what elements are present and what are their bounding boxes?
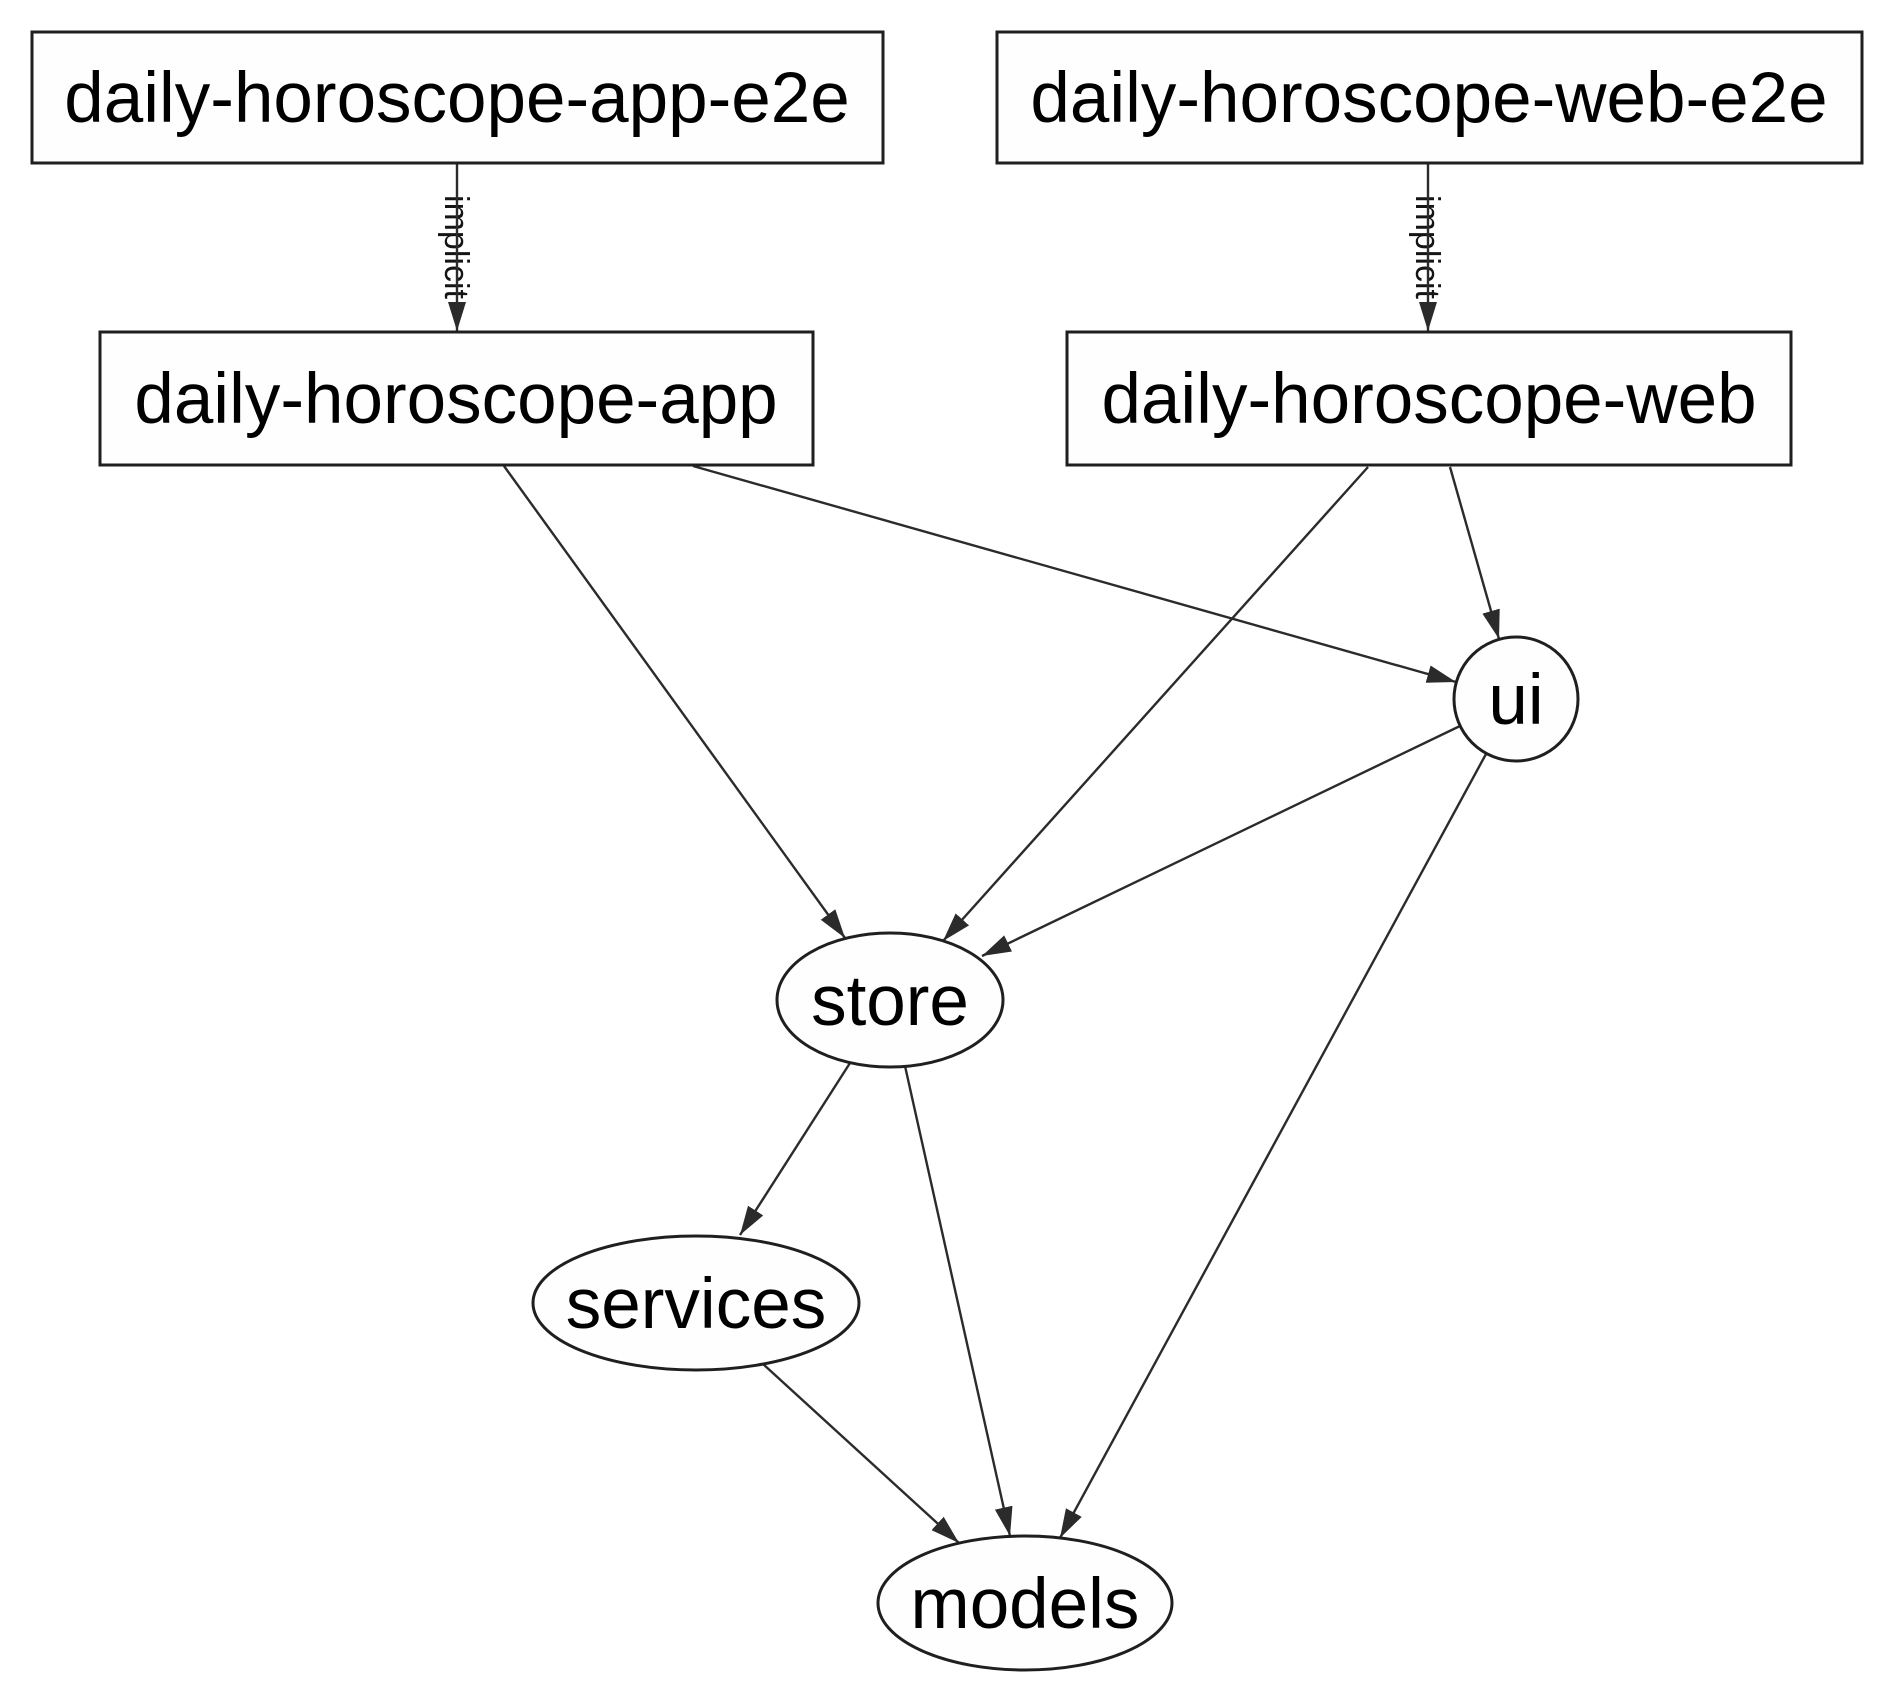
nodes-layer: daily-horoscope-app-e2e daily-horoscope-… [30, 30, 1864, 1672]
node-daily-horoscope-app-e2e[interactable]: daily-horoscope-app-e2e [30, 30, 885, 165]
edge-ui-to-store [981, 724, 1461, 958]
edge-services-to-models [762, 1363, 960, 1544]
node-ellipse[interactable] [876, 1534, 1174, 1672]
edge-web-e2e-to-web: implicit [1408, 163, 1446, 331]
node-label: ui [1488, 661, 1543, 740]
node-box[interactable] [30, 30, 885, 165]
edge-store-to-services [738, 1062, 852, 1236]
node-label: daily-horoscope-app-e2e [64, 59, 849, 138]
node-services[interactable]: services [531, 1234, 861, 1372]
node-label: daily-horoscope-web-e2e [1030, 59, 1827, 138]
node-ui[interactable]: ui [1452, 635, 1580, 763]
node-daily-horoscope-app[interactable]: daily-horoscope-app [98, 330, 815, 467]
edge-store-to-models [903, 1065, 1013, 1537]
node-daily-horoscope-web[interactable]: daily-horoscope-web [1065, 330, 1793, 467]
edge-web-to-store [942, 466, 1369, 942]
node-label: models [911, 1565, 1140, 1644]
node-label: daily-horoscope-app [134, 360, 777, 439]
node-store[interactable]: store [775, 931, 1005, 1069]
node-ellipse[interactable] [1452, 635, 1580, 763]
edges-layer: implicit implicit [437, 163, 1501, 1544]
node-label: services [566, 1265, 826, 1344]
node-box[interactable] [995, 30, 1864, 165]
edge-app-to-store [503, 465, 846, 939]
node-models[interactable]: models [876, 1534, 1174, 1672]
edge-web-to-ui [1448, 466, 1501, 640]
edge-ui-to-models [1058, 753, 1488, 1539]
node-ellipse[interactable] [775, 931, 1005, 1069]
node-label: store [811, 962, 969, 1041]
node-ellipse[interactable] [531, 1234, 861, 1372]
node-daily-horoscope-web-e2e[interactable]: daily-horoscope-web-e2e [995, 30, 1864, 165]
edge-app-to-ui [692, 464, 1457, 684]
node-box[interactable] [1065, 330, 1793, 467]
edge-app-e2e-to-app: implicit [437, 163, 475, 331]
node-box[interactable] [98, 330, 815, 467]
node-label: daily-horoscope-web [1101, 360, 1756, 439]
